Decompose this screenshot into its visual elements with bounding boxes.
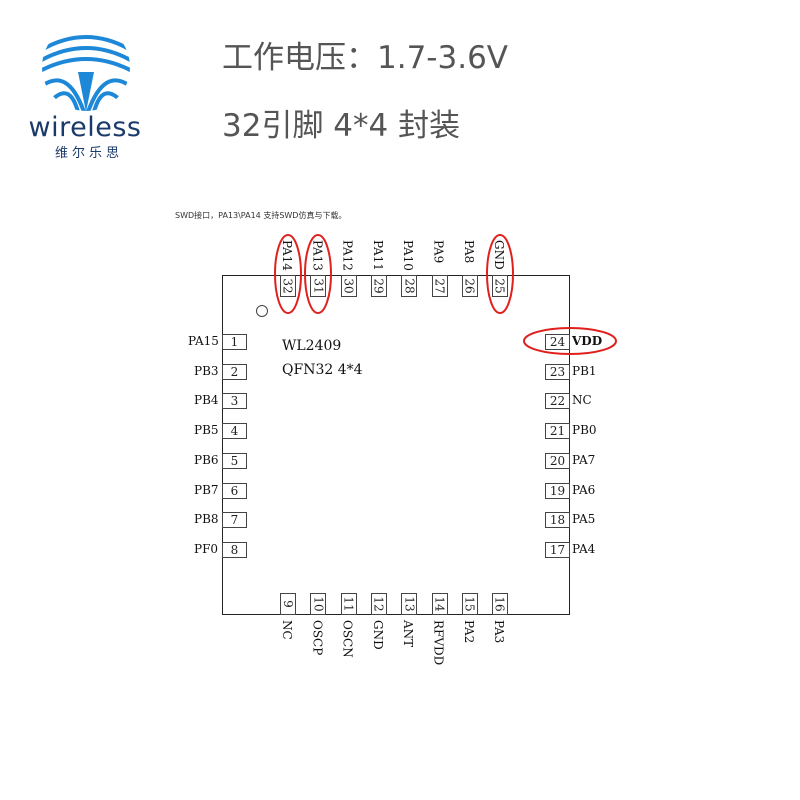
pin-8-pad: 8 [222,541,247,558]
pin-6-label: PB7 [194,482,219,497]
pin-12-pad: 12 [370,593,387,615]
pin-10-pad: 10 [310,593,327,615]
pin-24-pad: 24 [545,334,570,350]
chip-package: QFN32 4*4 [282,362,363,378]
pin-31-number: 31 [311,278,326,294]
pin-29-label: PA11 [370,240,385,271]
pin-13-label: ANT [401,620,416,648]
logo-wordmark: wireless [28,112,142,143]
pin-9-pad: 9 [280,593,296,615]
pin-7-label: PB8 [194,512,219,527]
pin-20-pad: 20 [545,452,570,469]
pin-11-pad: 11 [340,593,357,615]
pin-5-pad: 5 [222,452,247,469]
pin-25-label: GND [492,240,507,270]
pin-10-label: OSCP [310,620,325,656]
pin-23-pad: 23 [545,363,570,380]
pin-28-number: 28 [402,278,417,294]
pin-32-pad: 32 [280,275,296,297]
logo-emblem-icon [42,23,130,111]
pin-8-label: PF0 [194,541,219,556]
pin-14-label: RFVDD [431,620,446,666]
pin-26-pad: 26 [461,275,478,297]
chip-model: WL2409 [282,338,342,354]
pin-22-pad: 22 [545,393,570,410]
pin-21-label: PB0 [572,423,597,438]
pin-29-number: 29 [371,278,386,294]
pin-19-pad: 19 [545,482,570,499]
pin-14-pad: 14 [431,593,448,615]
pin-4-pad: 4 [222,423,247,440]
pin-9-label: NC [280,620,294,640]
pin-17-label: PA4 [572,541,596,556]
pin-30-pad: 30 [340,275,357,297]
pin-25-number: 25 [493,278,508,294]
spec-voltage: 工作电压：1.7-3.6V [222,40,508,76]
pin-6-pad: 6 [222,482,247,499]
spec-package: 32引脚 4*4 封装 [222,108,461,144]
pin-12-label: GND [370,620,385,650]
pin-16-label: PA3 [492,620,507,644]
pin-11-number: 11 [341,596,356,612]
pin-13-number: 13 [402,596,417,612]
pin-29-pad: 29 [370,275,387,297]
pin-17-pad: 17 [545,541,570,558]
brand-logo: wireless 维尔乐思 [20,22,150,161]
pin-3-label: PB4 [194,393,219,408]
pin-5-label: PB6 [194,452,219,467]
pin-25-pad: 25 [492,275,509,297]
pin-14-number: 14 [432,596,447,612]
pin-4-label: PB5 [194,423,219,438]
pin-2-label: PB3 [194,363,219,378]
pin-23-label: PB1 [572,363,597,378]
pin-13-pad: 13 [401,593,418,615]
pin-19-label: PA6 [572,482,596,497]
pin-32-label: PA14 [280,240,294,271]
pin-30-number: 30 [341,278,356,294]
pin-7-pad: 7 [222,512,247,529]
pin-15-pad: 15 [461,593,478,615]
pin-16-pad: 16 [492,593,509,615]
pin-18-pad: 18 [545,512,570,529]
pin-16-number: 16 [493,596,508,612]
pin-21-pad: 21 [545,423,570,440]
pin-28-pad: 28 [401,275,418,297]
pin-24-label: VDD [572,334,603,348]
pin-1-label: PA15 [188,334,219,348]
pin-1-pad: 1 [222,334,247,350]
pin-30-label: PA12 [340,240,355,271]
pin-10-number: 10 [311,596,326,612]
logo-chinese-name: 维尔乐思 [54,146,123,161]
pin-3-pad: 3 [222,393,247,410]
pin-15-label: PA2 [461,620,476,644]
pin-9-number: 9 [280,600,295,608]
pin-26-number: 26 [462,278,477,294]
pin-2-pad: 2 [222,363,247,380]
pin-11-label: OSCN [340,620,355,658]
pin-31-label: PA13 [310,240,325,271]
pin-22-label: NC [572,393,592,408]
pin-32-number: 32 [281,278,295,294]
swd-note: SWD接口，PA13\PA14 支持SWD仿真与下载。 [175,211,347,220]
pin-27-number: 27 [432,278,447,294]
pin-20-label: PA7 [572,452,596,467]
pin-18-label: PA5 [572,512,596,527]
pin-31-pad: 31 [310,275,327,297]
pin-28-label: PA10 [401,240,416,271]
pin1-indicator-dot [256,305,268,317]
pin-15-number: 15 [462,596,477,612]
chip-body [222,275,570,615]
pin-26-label: PA8 [461,240,476,264]
pin-27-label: PA9 [431,240,446,264]
pin-27-pad: 27 [431,275,448,297]
pin-12-number: 12 [371,596,386,612]
